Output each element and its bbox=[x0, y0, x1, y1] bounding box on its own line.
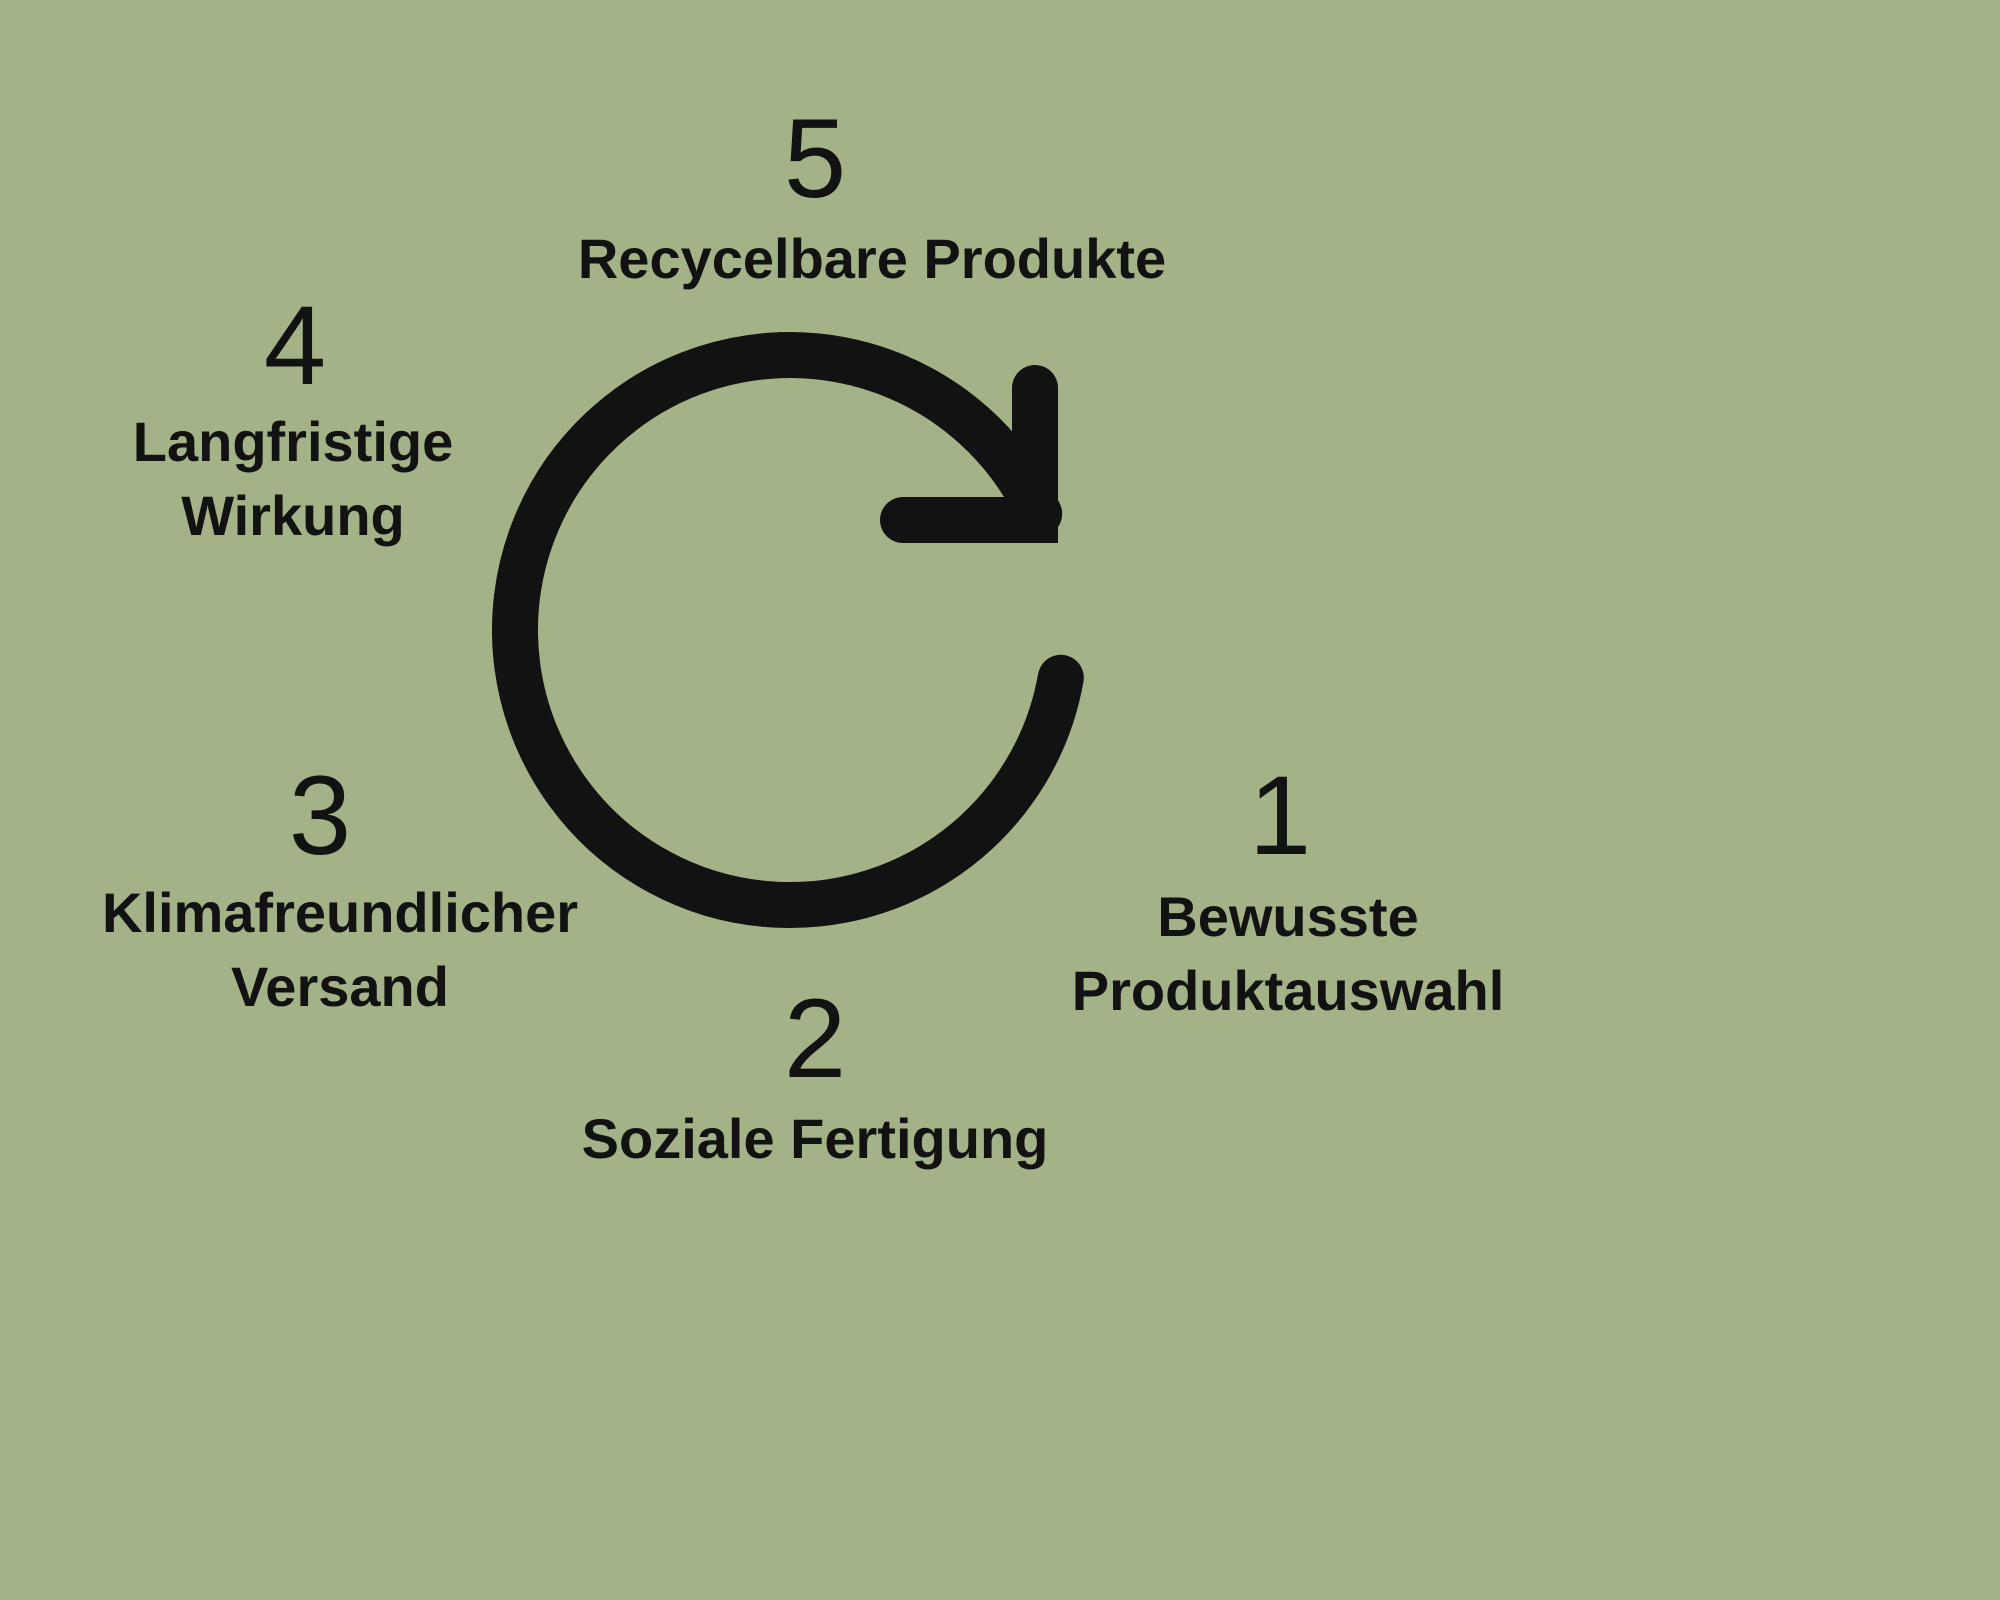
cycle-arrow-icon bbox=[491, 332, 1084, 929]
step-label-bewusste-produktauswahl: Bewusste Produktauswahl bbox=[1018, 880, 1558, 1029]
step-number-4: 4 bbox=[263, 283, 327, 408]
step-label-line: Wirkung bbox=[181, 484, 405, 548]
step-number-3: 3 bbox=[288, 753, 352, 878]
step-label-langfristige-wirkung: Langfristige Wirkung bbox=[63, 405, 523, 554]
step-label-line: Klimafreundlicher bbox=[101, 881, 579, 944]
step-number-5: 5 bbox=[783, 96, 847, 221]
step-number-2: 2 bbox=[783, 976, 847, 1101]
step-number-1: 1 bbox=[1248, 753, 1312, 878]
step-label-line: Bewusste bbox=[1157, 885, 1419, 948]
step-label-line: Recycelbare Produkte bbox=[577, 227, 1167, 290]
step-label-recycelbare-produkte: Recycelbare Produkte bbox=[578, 222, 1166, 296]
step-label-line: Produktauswahl bbox=[1071, 959, 1505, 1023]
step-label-line: Langfristige bbox=[132, 410, 454, 473]
step-label-line: Versand bbox=[231, 955, 449, 1019]
step-label-soziale-fertigung: Soziale Fertigung bbox=[582, 1102, 1049, 1176]
step-label-line: Soziale Fertigung bbox=[581, 1107, 1049, 1170]
step-label-klimafreundlicher-versand: Klimafreundlicher Versand bbox=[40, 876, 640, 1025]
